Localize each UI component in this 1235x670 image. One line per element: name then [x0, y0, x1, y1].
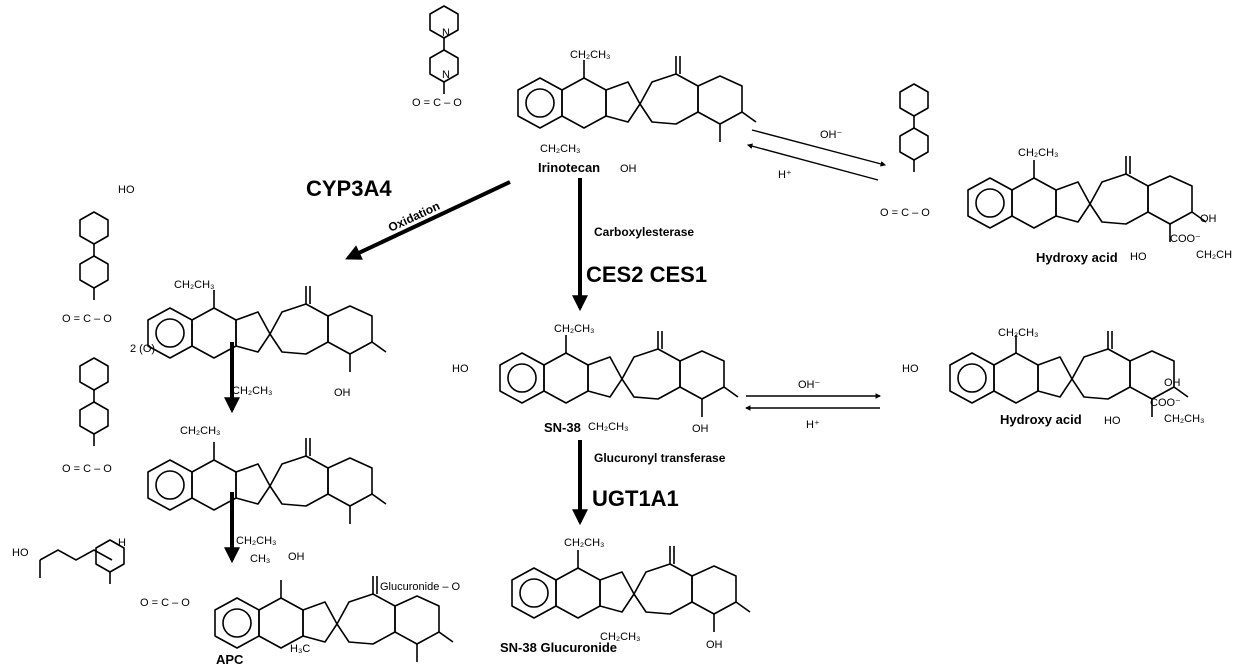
h3c-label: H₃C — [290, 643, 310, 655]
equilibrium-arrow-reverse — [746, 143, 879, 181]
oh-label: OH — [620, 163, 637, 175]
two-o-label: 2 (O) — [130, 343, 155, 355]
enzyme-cyp3a4: CYP3A4 — [306, 176, 392, 201]
h-plus-label: H⁺ — [806, 419, 820, 431]
ethyl-label: CH₂CH₃ — [564, 537, 605, 549]
compound-apc: APC — [216, 652, 244, 667]
coo-label: COO⁻ — [1170, 233, 1201, 245]
ethyl-label: CH₂CH₃ — [600, 631, 641, 643]
ho-label: HO — [1104, 415, 1121, 427]
carbamate-label: O = C – O — [62, 463, 112, 475]
oh-label: OH — [288, 551, 305, 563]
compound-hydroxy-acid-mid: Hydroxy acid — [1000, 412, 1082, 427]
ho-label: HO — [118, 184, 135, 196]
ethyl-label: CH₂CH₃ — [570, 49, 611, 61]
carbamate-label: O = C – O — [880, 207, 930, 219]
ho-label: HO — [452, 363, 469, 375]
glucuronide-label: Glucuronide – O — [380, 581, 461, 593]
oh-label: OH — [334, 387, 351, 399]
ethyl-label: CH₂CH₃ — [236, 535, 277, 547]
atom-n: N — [442, 69, 450, 81]
oh-label: OH — [692, 423, 709, 435]
oh-minus-label: OH⁻ — [798, 379, 821, 391]
ethyl-label: CH₂CH₃ — [180, 425, 221, 437]
ethyl-label: CH₂CH₃ — [1164, 413, 1205, 425]
irinotecan-structure — [517, 55, 757, 143]
ethyl-label: CH₂CH₃ — [998, 327, 1039, 339]
oh-minus-label: OH⁻ — [820, 129, 843, 141]
oh-label: OH — [1164, 377, 1181, 389]
ch2ch-label: CH₂CH — [1196, 249, 1232, 261]
oxidized-metabolite-1-piperidine — [79, 211, 109, 301]
coo-label: COO⁻ — [1150, 397, 1181, 409]
sn38-glucuronide-structure — [511, 545, 751, 633]
ch3-label: CH₃ — [250, 553, 270, 565]
hydroxy-acid-top-piperidine — [899, 83, 929, 173]
reaction-glucuronyl-transferase: Glucuronyl transferase — [594, 451, 726, 465]
compound-sn38-glucuronide: SN-38 Glucuronide — [500, 640, 617, 655]
reaction-carboxylesterase: Carboxylesterase — [594, 225, 694, 239]
carbamate-label: O = C – O — [412, 97, 462, 109]
h-label: H — [118, 537, 126, 549]
apc-butanoic-chain — [39, 549, 113, 561]
carbamate-label: O = C – O — [140, 597, 190, 609]
equilibrium-arrow-forward — [751, 129, 887, 167]
compound-irinotecan: Irinotecan — [538, 160, 600, 175]
ethyl-label: CH₂CH₃ — [174, 279, 215, 291]
ho-label: HO — [1130, 251, 1147, 263]
enzyme-ugt1a1: UGT1A1 — [592, 486, 679, 511]
oxidized-metabolite-2-structure — [147, 437, 387, 525]
ho-label: HO — [902, 363, 919, 375]
oh-label: OH — [706, 639, 723, 651]
sn38-structure — [499, 330, 739, 418]
enzyme-ces: CES2 CES1 — [586, 262, 707, 287]
ethyl-label: CH₂CH₃ — [1018, 147, 1059, 159]
ho-label: HO — [12, 547, 29, 559]
ethyl-label: CH₂CH₃ — [540, 143, 581, 155]
ethyl-label: CH₂CH₃ — [554, 323, 595, 335]
compound-sn38: SN-38 — [544, 420, 581, 435]
oxidized-metabolite-2-piperidine — [79, 357, 109, 447]
ethyl-label: CH₂CH₃ — [232, 385, 273, 397]
ethyl-label: CH₂CH₃ — [588, 421, 629, 433]
h-plus-label: H⁺ — [778, 169, 792, 181]
atom-n: N — [442, 27, 450, 39]
apc-piperidine — [95, 539, 125, 584]
oxidation-arrow — [345, 180, 511, 260]
compound-hydroxy-acid-top: Hydroxy acid — [1036, 250, 1118, 265]
oxidized-metabolite-1-structure — [147, 285, 387, 373]
hydroxy-acid-top-structure — [967, 155, 1207, 243]
carbamate-label: O = C – O — [62, 313, 112, 325]
oh-label: OH — [1200, 213, 1217, 225]
